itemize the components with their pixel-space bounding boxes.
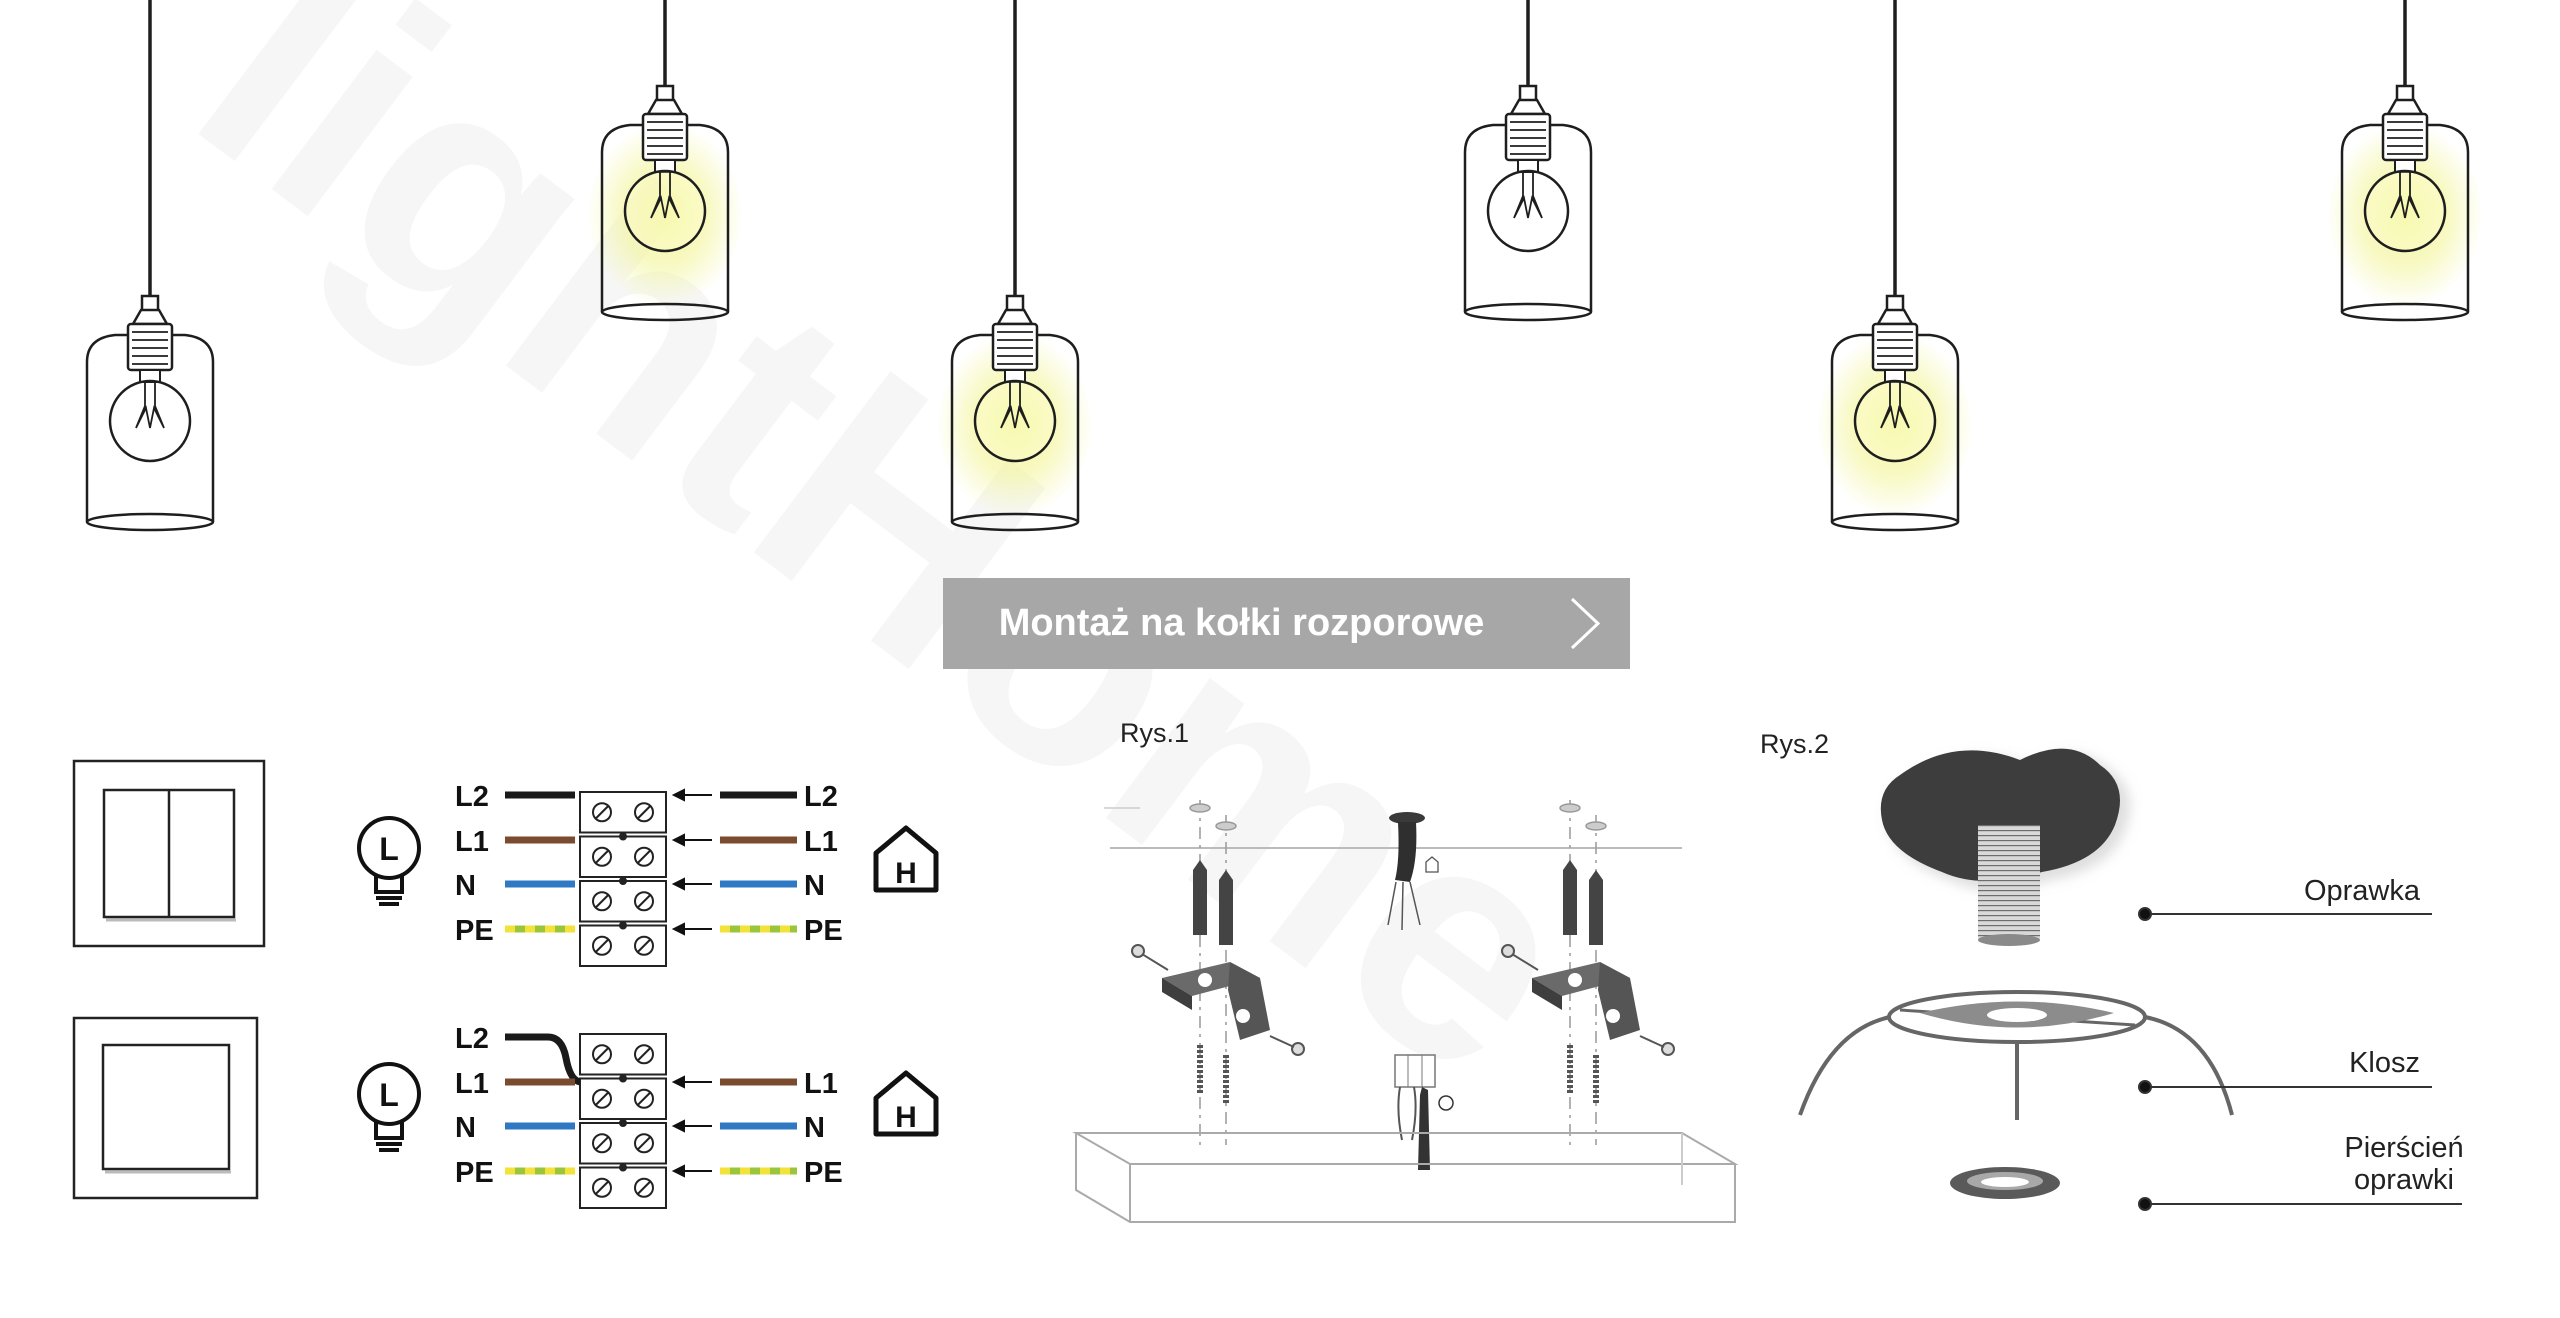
wire-label: PE [804, 915, 843, 947]
home-symbol-icon: H [873, 825, 939, 893]
pendant-lamp [85, 0, 215, 532]
wire-label: L2 [455, 1023, 489, 1055]
wall-plug-icons [1193, 860, 1603, 945]
lamp-symbol-icon: L [357, 1062, 421, 1152]
ceiling-hole-marks [1189, 803, 1607, 831]
mounting-info-button[interactable]: Montaż na kołki rozporowe [943, 578, 1630, 669]
wire-label: L1 [455, 826, 489, 858]
right-wire-labels: L2 L1 N PE [804, 781, 843, 947]
mounting-title: Montaż na kołki rozporowe [998, 602, 1485, 644]
figure-1-label: Rys.1 [1120, 718, 1189, 748]
wires-left [505, 791, 575, 933]
pendant-lamp [587, 0, 743, 322]
pendant-lamp [937, 0, 1093, 532]
arrow-icons [671, 788, 712, 936]
lamp-base-box [1072, 1132, 1739, 1223]
pendant-lamps-row [85, 0, 2483, 532]
part-callouts [2138, 907, 2462, 1211]
pendant-lamp [1817, 0, 1973, 532]
screw-icons [1131, 944, 1675, 1105]
wire-label: PE [455, 1157, 494, 1189]
home-symbol-icon: H [873, 1070, 939, 1137]
wires-right [720, 791, 797, 933]
wire-label: N [804, 1112, 825, 1144]
figure-1-mounting: Rys.1 [1072, 718, 1739, 1223]
right-wire-labels: L1 N PE [804, 1068, 843, 1189]
left-wire-labels: L2 L1 N PE [455, 781, 494, 947]
wire-label: PE [455, 915, 494, 947]
left-wire-labels: L2 L1 N PE [455, 1023, 494, 1189]
canopy-icon [1880, 748, 2130, 890]
terminal-block [579, 1033, 667, 1209]
arrow-icons [671, 1075, 712, 1178]
home-symbol-letter: H [895, 1101, 917, 1134]
chevron-right-icon [1570, 597, 1601, 650]
wiring-diagram-2: L H [72, 1016, 939, 1209]
double-switch-icon [72, 759, 266, 948]
wiring-diagram-1: L H [72, 759, 939, 967]
terminal-connector-icon [1394, 1054, 1454, 1170]
pendant-lamp [1463, 0, 1593, 322]
lamp-symbol-letter: L [379, 1077, 399, 1113]
wire-label: L1 [804, 826, 838, 858]
wire-label: N [804, 870, 825, 902]
figure-2-parts: Rys.2 [1760, 729, 2464, 1211]
watermark-text: lightHome [137, 0, 1649, 1149]
wire-label: L1 [455, 1068, 489, 1100]
part-label-oprawka: Oprawka [2304, 875, 2421, 907]
wire-label: L2 [455, 781, 489, 813]
wires-left [505, 1033, 582, 1175]
figure-2-label: Rys.2 [1760, 729, 1829, 759]
pendant-lamp [2327, 0, 2483, 322]
lamp-symbol-letter: L [379, 831, 399, 867]
wire-label: N [455, 1112, 476, 1144]
part-label-klosz: Klosz [2349, 1047, 2420, 1079]
lamp-symbol-icon: L [357, 816, 421, 906]
part-label-ring-line1: Pierścień [2344, 1132, 2463, 1164]
home-symbol-letter: H [895, 857, 917, 890]
single-switch-icon [72, 1016, 259, 1200]
lampholder-icon [1978, 825, 2040, 946]
wire-label: N [455, 870, 476, 902]
wire-label: PE [804, 1157, 843, 1189]
mounting-bracket-left [1162, 962, 1270, 1040]
part-label-ring-line2: oprawki [2354, 1164, 2454, 1196]
terminal-block [579, 791, 667, 967]
wires-right [720, 1078, 797, 1175]
wire-label: L1 [804, 1068, 838, 1100]
wire-label: L2 [804, 781, 838, 813]
ceiling-cable-icon [1387, 812, 1439, 931]
mounting-bracket-right [1532, 962, 1640, 1040]
lampholder-ring-icon [1950, 1167, 2060, 1199]
